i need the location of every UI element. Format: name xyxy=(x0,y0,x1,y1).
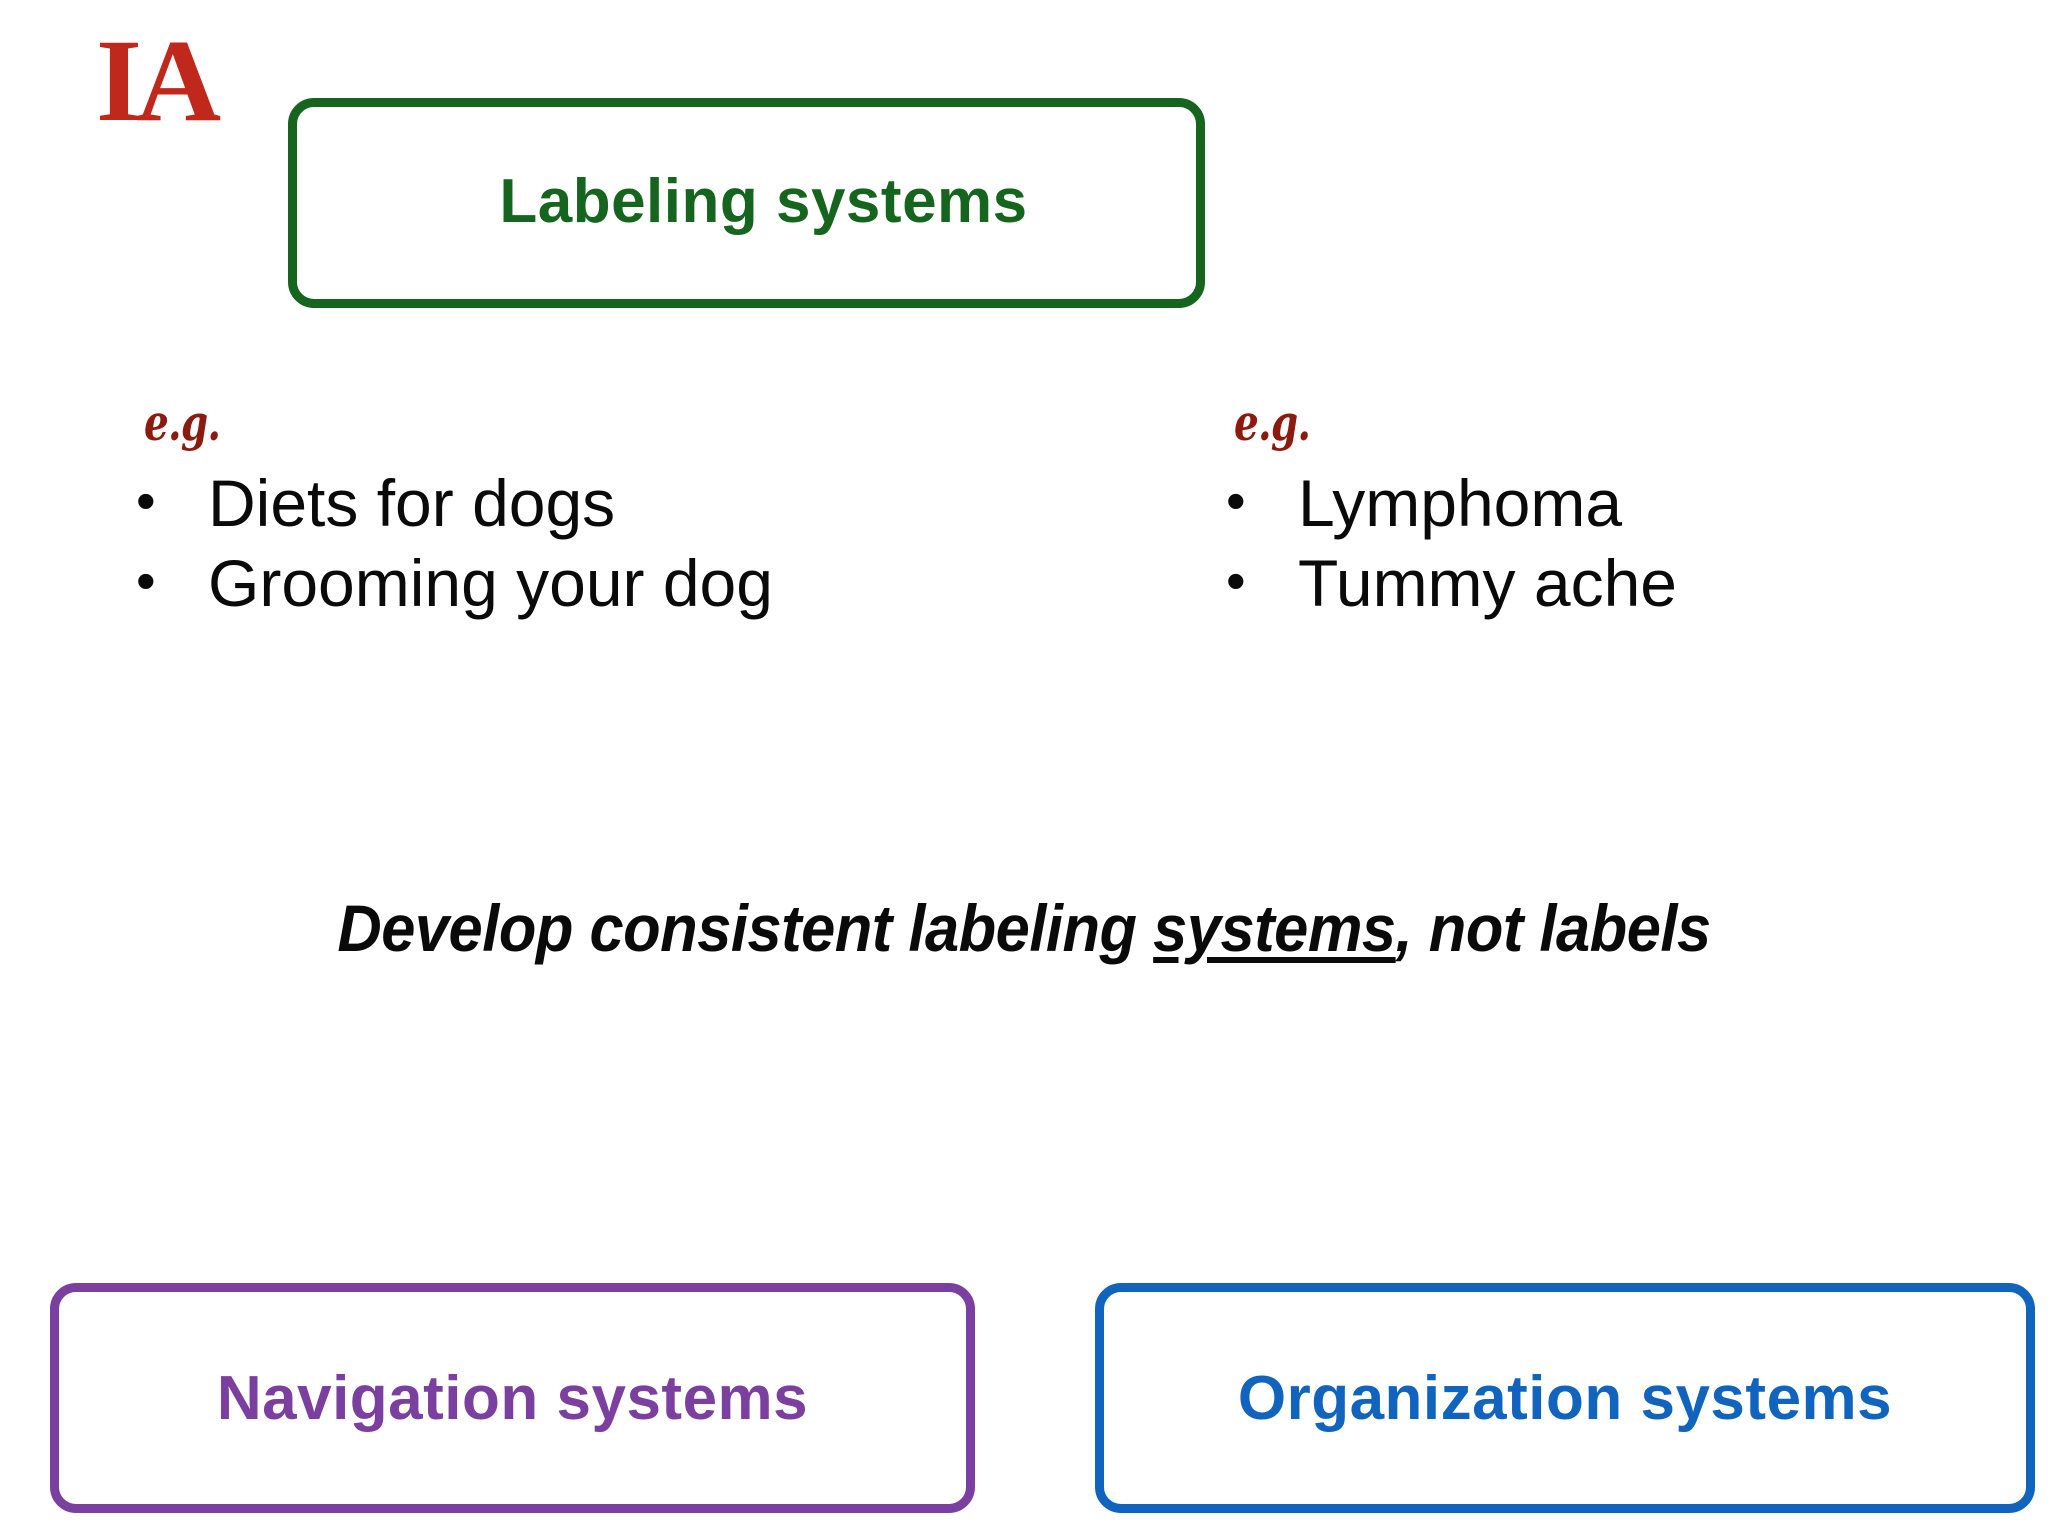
emphasis-statement: Develop consistent labeling systems, not… xyxy=(72,892,1977,965)
organization-systems-label: Organization systems xyxy=(1237,1363,1893,1433)
list-item-label: Diets for dogs xyxy=(208,466,616,540)
example-column-right: e.g. • Lymphoma • Tummy ache xyxy=(1220,398,2010,630)
organization-systems-box[interactable]: Organization systems xyxy=(1095,1283,2035,1513)
example-column-left: e.g. • Diets for dogs • Grooming your do… xyxy=(130,398,1010,630)
list-item-label: Grooming your dog xyxy=(208,545,773,620)
labeling-systems-label: Labeling systems xyxy=(499,167,1028,237)
eg-tag-left: e.g. xyxy=(144,393,221,452)
list-item: • Grooming your dog xyxy=(130,548,1010,618)
list-item: • Tummy ache xyxy=(1220,548,2010,618)
navigation-systems-label: Navigation systems xyxy=(216,1363,809,1433)
example-list-right: • Lymphoma • Tummy ache xyxy=(1220,469,2010,618)
list-item: • Lymphoma xyxy=(1220,469,2010,538)
bullet-icon: • xyxy=(1226,548,1246,612)
list-item-label: Lymphoma xyxy=(1298,466,1623,540)
list-item: • Diets for dogs xyxy=(130,469,1010,538)
emphasis-text-before: Develop consistent labeling xyxy=(337,891,1154,965)
emphasis-text-underlined: systems xyxy=(1153,891,1396,965)
emphasis-text-after: , not labels xyxy=(1395,891,1711,965)
ia-logo: IA xyxy=(96,15,221,146)
navigation-systems-box[interactable]: Navigation systems xyxy=(50,1283,975,1513)
list-item-label: Tummy ache xyxy=(1298,545,1677,620)
eg-tag-right: e.g. xyxy=(1234,393,1311,452)
bullet-icon: • xyxy=(136,469,156,532)
example-list-left: • Diets for dogs • Grooming your dog xyxy=(130,469,1010,618)
bullet-icon: • xyxy=(1226,469,1246,532)
bullet-icon: • xyxy=(136,548,156,612)
labeling-systems-box[interactable]: Labeling systems xyxy=(288,98,1205,308)
